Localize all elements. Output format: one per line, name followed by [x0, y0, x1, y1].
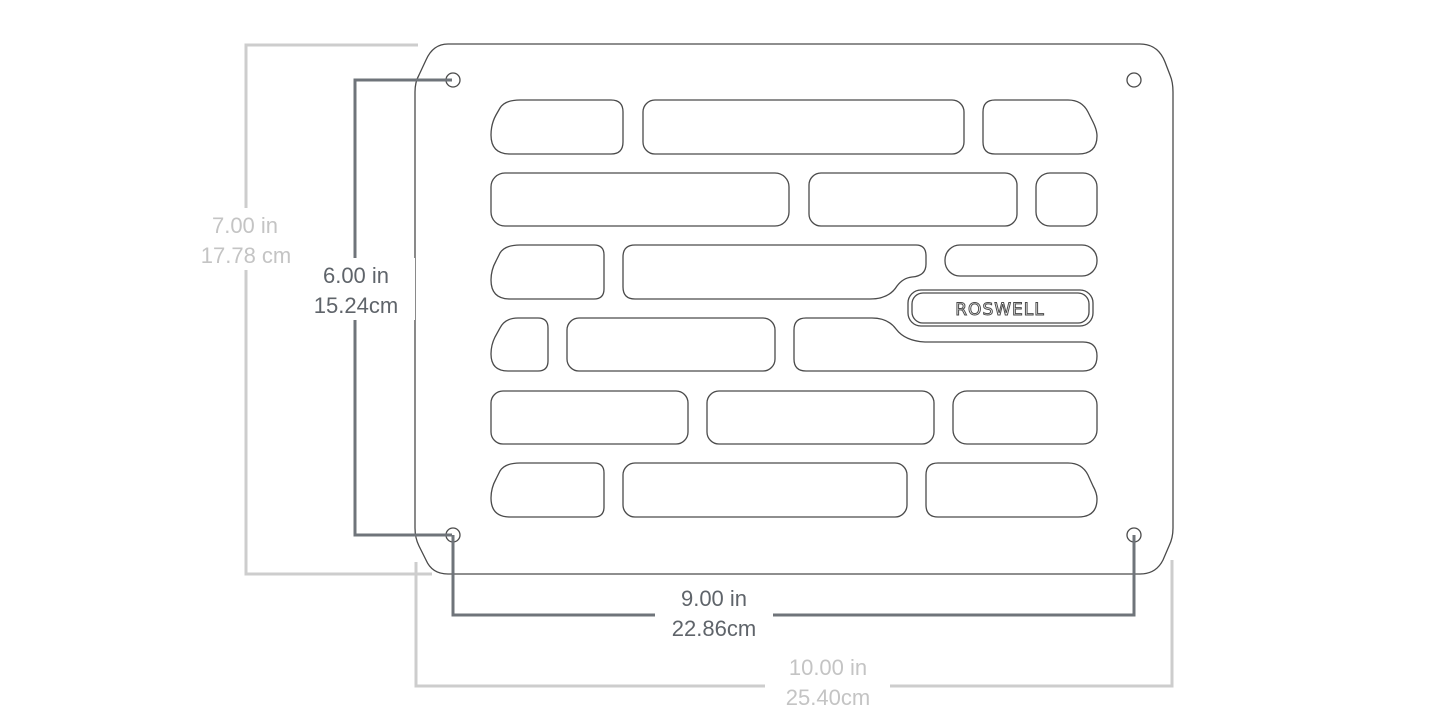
slot: [490, 317, 549, 372]
overall-height-in: 7.00 in: [212, 213, 278, 238]
slot: [944, 244, 1098, 277]
slot: [490, 172, 790, 227]
slot: [642, 99, 965, 155]
hole-width-cm: 22.86cm: [672, 616, 756, 641]
slot: [925, 462, 1098, 518]
roswell-logo: ROSWELL: [955, 300, 1044, 320]
hole-height-cm: 15.24cm: [314, 293, 398, 318]
slot: [490, 462, 605, 518]
hole-top-right: [1126, 72, 1142, 88]
slot: [566, 317, 776, 372]
hole-height-in: 6.00 in: [323, 263, 389, 288]
vent-slots: ROSWELL: [490, 99, 1098, 518]
overall-width-dimension: 10.00 in 25.40cm: [414, 560, 1174, 714]
slot: [490, 99, 624, 155]
hole-height-dimension: 6.00 in 15.24cm: [300, 78, 452, 537]
slot: [490, 244, 605, 300]
roswell-logo-badge: ROSWELL: [907, 289, 1094, 327]
slot: [952, 390, 1098, 445]
overall-width-cm: 25.40cm: [786, 685, 870, 710]
slot: [982, 99, 1098, 155]
overall-height-cm: 17.78 cm: [201, 243, 292, 268]
slot: [706, 390, 935, 445]
hole-width-dimension: 9.00 in 22.86cm: [451, 535, 1136, 644]
slot: [1035, 172, 1098, 227]
slot: [793, 317, 1098, 372]
overall-height-dimension: 7.00 in 17.78 cm: [180, 43, 432, 576]
overall-width-in: 10.00 in: [789, 655, 867, 680]
slot: [808, 172, 1018, 227]
slot: [490, 390, 689, 445]
slot: [622, 244, 927, 300]
slot: [622, 462, 908, 518]
hole-width-in: 9.00 in: [681, 586, 747, 611]
